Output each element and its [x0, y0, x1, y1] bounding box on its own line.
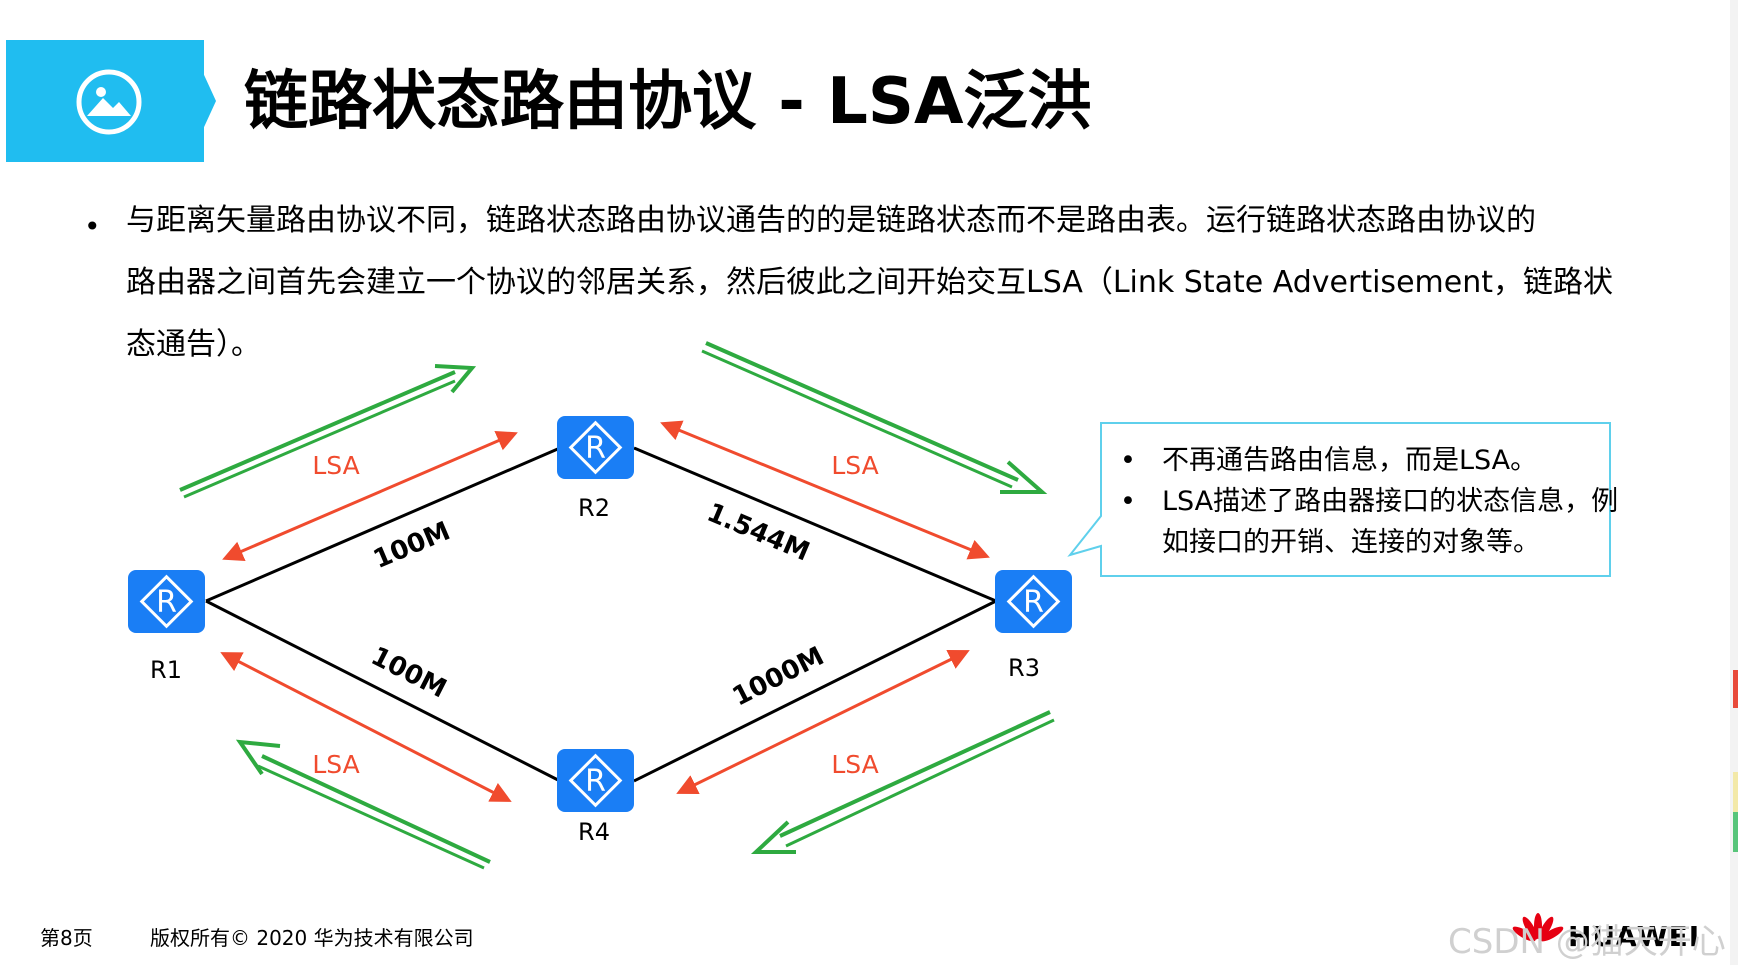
link-r4-r3 [633, 599, 997, 783]
router-glyph: R [156, 585, 177, 620]
router-glyph: R [585, 764, 606, 799]
router-glyph: R [1023, 585, 1044, 620]
brand-name: HUAWEI [1568, 920, 1701, 953]
body-line: 态通告）。 [126, 327, 261, 362]
bandwidth-label-r2-r3: 1.544M [703, 498, 814, 568]
network-diagram: 100M 1.544M 100M 1000M LSA LSA LSA LSA [128, 341, 1072, 870]
flood-arrow-bottom-left [235, 739, 491, 870]
lsa-arrow-r1-r4 [220, 652, 512, 802]
edge-strip [1730, 0, 1738, 965]
edge-mark [1733, 772, 1738, 812]
bandwidth-label-r1-r4: 100M [366, 641, 451, 704]
edge-mark [1733, 812, 1738, 852]
lsa-label: LSA [831, 750, 878, 779]
copyright-text: 版权所有© 2020 华为技术有限公司 [150, 926, 474, 950]
bandwidth-label-r4-r3: 1000M [728, 641, 829, 712]
lsa-label: LSA [312, 451, 359, 480]
body-line: 路由器之间首先会建立一个协议的邻居关系，然后彼此之间开始交互LSA（Link S… [126, 265, 1613, 300]
image-icon [76, 69, 142, 135]
page-number: 第8页 [40, 926, 93, 950]
bullet-dot: • [84, 210, 101, 243]
callout-list: 不再通告路由信息，而是LSA。 LSA描述了路由器接口的状态信息，例如接口的开销… [1120, 440, 1620, 563]
body-paragraph: 与距离矢量路由协议不同，链路状态路由协议通告的的是链路状态而不是路由表。运行链路… [126, 190, 1646, 376]
link-r1-r4 [205, 599, 561, 783]
watermark: CSDN @猫天开心 [1448, 922, 1726, 962]
router-glyph: R [585, 431, 606, 466]
flood-arrow-top-left [179, 364, 477, 499]
header-chevron [176, 40, 216, 162]
lsa-label: LSA [831, 451, 878, 480]
flood-arrow-bottom-right [750, 710, 1055, 854]
router-label-r3: R3 [1008, 654, 1040, 682]
router-r2[interactable]: R [557, 416, 634, 479]
link-r2-r3 [633, 446, 997, 603]
router-r1[interactable]: R [128, 570, 205, 633]
link-r1-r2 [205, 446, 561, 603]
callout-item: 不再通告路由信息，而是LSA。 [1120, 440, 1620, 481]
lsa-arrow-r2-r3 [660, 420, 990, 560]
flood-arrow-top-right [701, 341, 1048, 494]
lsa-arrow-r1-r2 [222, 430, 518, 562]
callout-item: LSA描述了路由器接口的状态信息，例如接口的开销、连接的对象等。 [1120, 481, 1620, 563]
body-line: 与距离矢量路由协议不同，链路状态路由协议通告的的是链路状态而不是路由表。运行链路… [126, 203, 1536, 238]
page-title: 链路状态路由协议 - LSA泛洪 [244, 65, 1092, 139]
lsa-label: LSA [312, 750, 359, 779]
huawei-logo-icon [1512, 913, 1564, 942]
router-r4[interactable]: R [557, 749, 634, 812]
lsa-arrow-r4-r3 [676, 649, 970, 795]
router-label-r4: R4 [578, 818, 610, 846]
router-label-r1: R1 [150, 656, 182, 684]
router-r3[interactable]: R [995, 570, 1072, 633]
router-label-r2: R2 [578, 494, 610, 522]
edge-mark [1733, 670, 1738, 708]
